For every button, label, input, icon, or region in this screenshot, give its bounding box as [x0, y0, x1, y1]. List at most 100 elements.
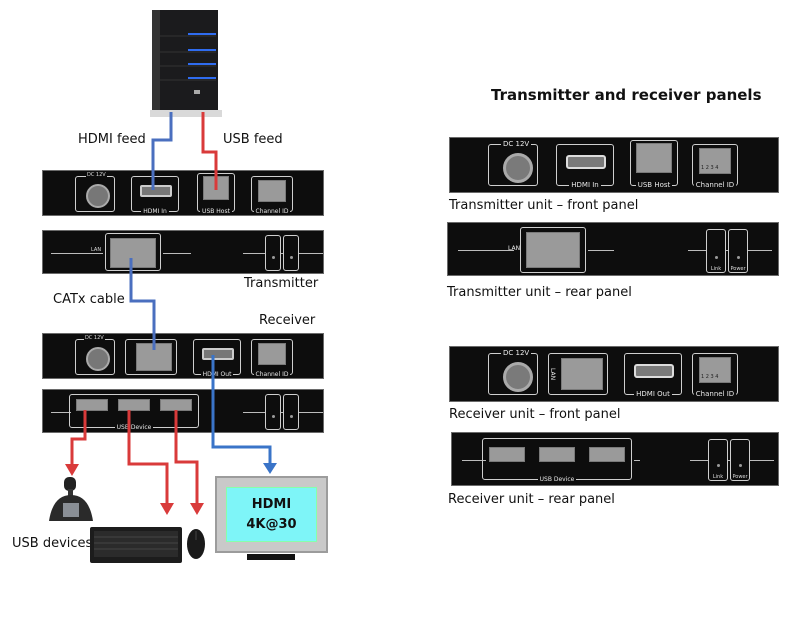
dc-power-port: DC 12V [75, 172, 115, 212]
usb-host-port: USB Host [630, 140, 678, 189]
link-label: Link [710, 266, 722, 272]
usb-host-label: USB Host [200, 208, 232, 215]
link-led [265, 394, 281, 430]
keyboard-icon [90, 527, 182, 563]
hdmi-feed-label: HDMI feed [78, 132, 146, 147]
usb-feed-label: USB feed [223, 132, 283, 147]
hdmi-connector-icon [140, 185, 172, 197]
rx-front-panel: DC 12V LAN HDMI Out 1 2 3 4 Channel ID [449, 346, 779, 402]
lan-port [520, 227, 586, 273]
dc-connector-icon [86, 347, 110, 371]
lan-port [125, 339, 177, 375]
lan-label: LAN [508, 245, 521, 252]
hdmi-out-label: HDMI Out [200, 371, 234, 378]
usb-device-label: USB Device [114, 424, 154, 431]
hdmi-feed-cable [151, 112, 173, 190]
channel-id-switch: Channel ID [251, 339, 293, 378]
catx-cable-label: CATx cable [53, 292, 125, 307]
server-icon [150, 10, 222, 117]
usb-joystick-cable [70, 410, 87, 466]
monitor-text-line2: 4K@30 [246, 516, 297, 532]
rx-rear-panel: USB Device Link Power [451, 432, 779, 486]
hdmi-out-cable [211, 355, 272, 465]
dc-power-port: DC 12V [75, 335, 115, 375]
hdmi-connector-icon [202, 348, 234, 360]
channel-digits: 1 2 3 4 [701, 374, 719, 380]
rx-front-caption: Receiver unit – front panel [449, 407, 621, 422]
monitor-screen: HDMI 4K@30 [226, 487, 317, 542]
channel-id-label: Channel ID [693, 390, 737, 398]
dc-label: DC 12V [501, 349, 532, 357]
joystick-icon [49, 477, 93, 521]
monitor-display: HDMI 4K@30 [215, 476, 328, 553]
dip-switch-icon [699, 357, 731, 383]
left-rx-front-panel: DC 12V HDMI Out Channel ID [42, 333, 324, 379]
usb-a-port-3 [589, 447, 625, 462]
usb-a-port-2 [539, 447, 575, 462]
hdmi-out-port: HDMI Out [624, 353, 682, 398]
lan-port: LAN [548, 353, 608, 395]
usb-device-ports: USB Device [69, 394, 199, 431]
server-tower-image [150, 10, 222, 118]
dip-switch-icon [699, 148, 731, 174]
left-tx-rear-panel: LAN [42, 230, 324, 274]
power-led: Power [728, 229, 748, 273]
dc-connector-icon [503, 153, 533, 183]
left-rx-rear-panel: USB Device [42, 389, 324, 433]
usb-device-label: USB Device [537, 476, 577, 483]
rj45-connector-icon [110, 238, 156, 268]
lan-label: LAN [549, 368, 556, 381]
channel-id-label: Channel ID [693, 181, 737, 189]
receiver-label: Receiver [259, 313, 316, 328]
link-label: Link [712, 474, 724, 480]
rj45-connector-icon [561, 358, 603, 390]
hdmi-connector-icon [634, 364, 674, 378]
power-led [283, 394, 299, 430]
dc-power-port: DC 12V [488, 349, 538, 395]
dc-label: DC 12V [86, 172, 107, 178]
channel-id-switch: 1 2 3 4 Channel ID [692, 353, 738, 398]
usb-mouse-arrow [190, 503, 204, 515]
usb-devices-label: USB devices [12, 536, 93, 551]
tx-front-panel: DC 12V HDMI In USB Host 1 2 3 4 Channel … [449, 137, 779, 193]
hdmi-connector-icon [566, 155, 606, 169]
link-led [265, 235, 281, 271]
hdmi-in-port: HDMI In [131, 176, 179, 215]
dip-switch-icon [258, 343, 286, 365]
link-led: Link [708, 439, 728, 481]
usb-a-port-1 [489, 447, 525, 462]
dc-label: DC 12V [501, 140, 532, 148]
lan-label: LAN [91, 247, 102, 253]
rx-rear-caption: Receiver unit – rear panel [448, 492, 615, 507]
dc-power-port: DC 12V [488, 140, 538, 186]
channel-id-switch: 1 2 3 4 Channel ID [692, 144, 738, 189]
power-label: Power [732, 474, 748, 480]
catx-cable [129, 258, 156, 350]
hdmi-in-port: HDMI In [556, 144, 614, 189]
tx-rear-panel: LAN Link Power [447, 222, 779, 276]
hdmi-in-label: HDMI In [141, 208, 169, 215]
channel-id-label: Channel ID [253, 371, 291, 378]
usb-b-connector-icon [636, 143, 672, 173]
transmitter-label: Transmitter [244, 276, 319, 291]
channel-digits: 1 2 3 4 [701, 165, 719, 171]
hdmi-out-arrow [263, 463, 277, 474]
usb-device-ports: USB Device [482, 438, 632, 483]
dc-connector-icon [503, 362, 533, 392]
monitor-text-line1: HDMI [251, 496, 292, 512]
monitor-stand [247, 554, 295, 560]
joystick-image [45, 477, 97, 525]
rj45-connector-icon [136, 343, 172, 371]
link-led: Link [706, 229, 726, 273]
channel-id-label: Channel ID [253, 208, 291, 215]
usb-joystick-arrow [65, 464, 79, 476]
power-led [283, 235, 299, 271]
usb-keyboard-cable [127, 410, 169, 505]
page-title: Transmitter and receiver panels [491, 86, 762, 104]
tx-front-caption: Transmitter unit – front panel [449, 198, 639, 213]
keyboard-image [90, 527, 182, 563]
usb-keyboard-arrow [160, 503, 174, 515]
channel-id-switch: Channel ID [251, 176, 293, 215]
mouse-icon [187, 529, 205, 559]
rj45-connector-icon [526, 232, 580, 268]
